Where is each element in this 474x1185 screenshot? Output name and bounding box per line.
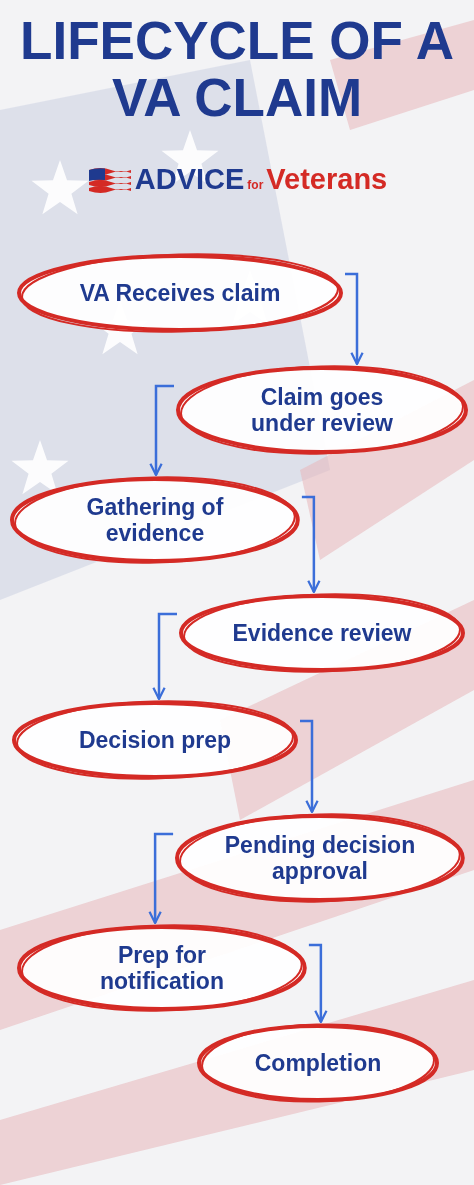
logo: ADVICEforVeterans	[0, 163, 474, 196]
ellipse-stroke	[19, 256, 341, 330]
elbow-arrow	[155, 834, 173, 923]
ellipse-brush-stroke	[201, 1021, 435, 1104]
ellipse-brush-stroke	[14, 474, 296, 566]
elbow-arrow	[159, 614, 177, 699]
ellipse-stroke	[14, 703, 296, 777]
ellipse-brush-stroke	[16, 698, 294, 782]
title: LIFECYCLE OF A VA CLAIM	[0, 12, 474, 126]
process-ellipse: Decision prep	[10, 699, 300, 781]
ellipse-stroke	[181, 596, 463, 670]
ellipse-stroke	[177, 816, 463, 900]
stripe	[0, 980, 474, 1185]
node-label: Evidence review	[233, 620, 412, 646]
star	[31, 160, 88, 214]
node-label: Completion	[255, 1050, 382, 1076]
ellipse-brush-stroke	[183, 591, 461, 675]
star	[11, 440, 68, 494]
process-ellipse: Prep for notification	[15, 923, 309, 1013]
logo-text: Veterans	[266, 163, 387, 196]
process-ellipse: Claim goes under review	[174, 364, 470, 456]
flag-icon	[87, 164, 133, 196]
node-label: Claim goes under review	[235, 384, 410, 437]
process-ellipse: Gathering of evidence	[8, 475, 302, 565]
process-ellipse: Evidence review	[177, 592, 467, 674]
ellipse-stroke	[12, 479, 298, 561]
process-ellipse: Completion	[195, 1022, 441, 1104]
ellipse-brush-stroke	[21, 922, 303, 1014]
elbow-arrow	[300, 721, 312, 812]
flag-icon-stripes	[89, 168, 131, 193]
node-label: VA Receives claim	[80, 280, 281, 306]
ellipse-stroke	[19, 927, 305, 1009]
node-label: Pending decision approval	[220, 832, 420, 885]
logo-text: ADVICE	[135, 163, 245, 196]
elbow-arrow	[309, 945, 321, 1022]
elbow-arrow	[302, 497, 314, 592]
process-ellipse: VA Receives claim	[15, 252, 345, 334]
node-label: Gathering of evidence	[55, 494, 255, 547]
logo-text: for	[247, 178, 263, 192]
stripe	[0, 780, 474, 1030]
icon-canton	[89, 168, 105, 181]
elbow-arrow	[345, 274, 357, 364]
ellipse-brush-stroke	[21, 250, 339, 335]
ellipse-brush-stroke	[180, 363, 464, 457]
node-label: Prep for notification	[62, 942, 262, 995]
icon-stripe	[89, 180, 131, 187]
flag-stripes	[0, 20, 474, 1185]
ellipse-brush-stroke	[179, 811, 461, 905]
icon-stripe	[89, 186, 131, 193]
process-ellipse: Pending decision approval	[173, 812, 467, 904]
elbow-arrow	[156, 386, 174, 475]
node-label: Decision prep	[79, 727, 231, 753]
ellipse-stroke	[178, 368, 466, 452]
